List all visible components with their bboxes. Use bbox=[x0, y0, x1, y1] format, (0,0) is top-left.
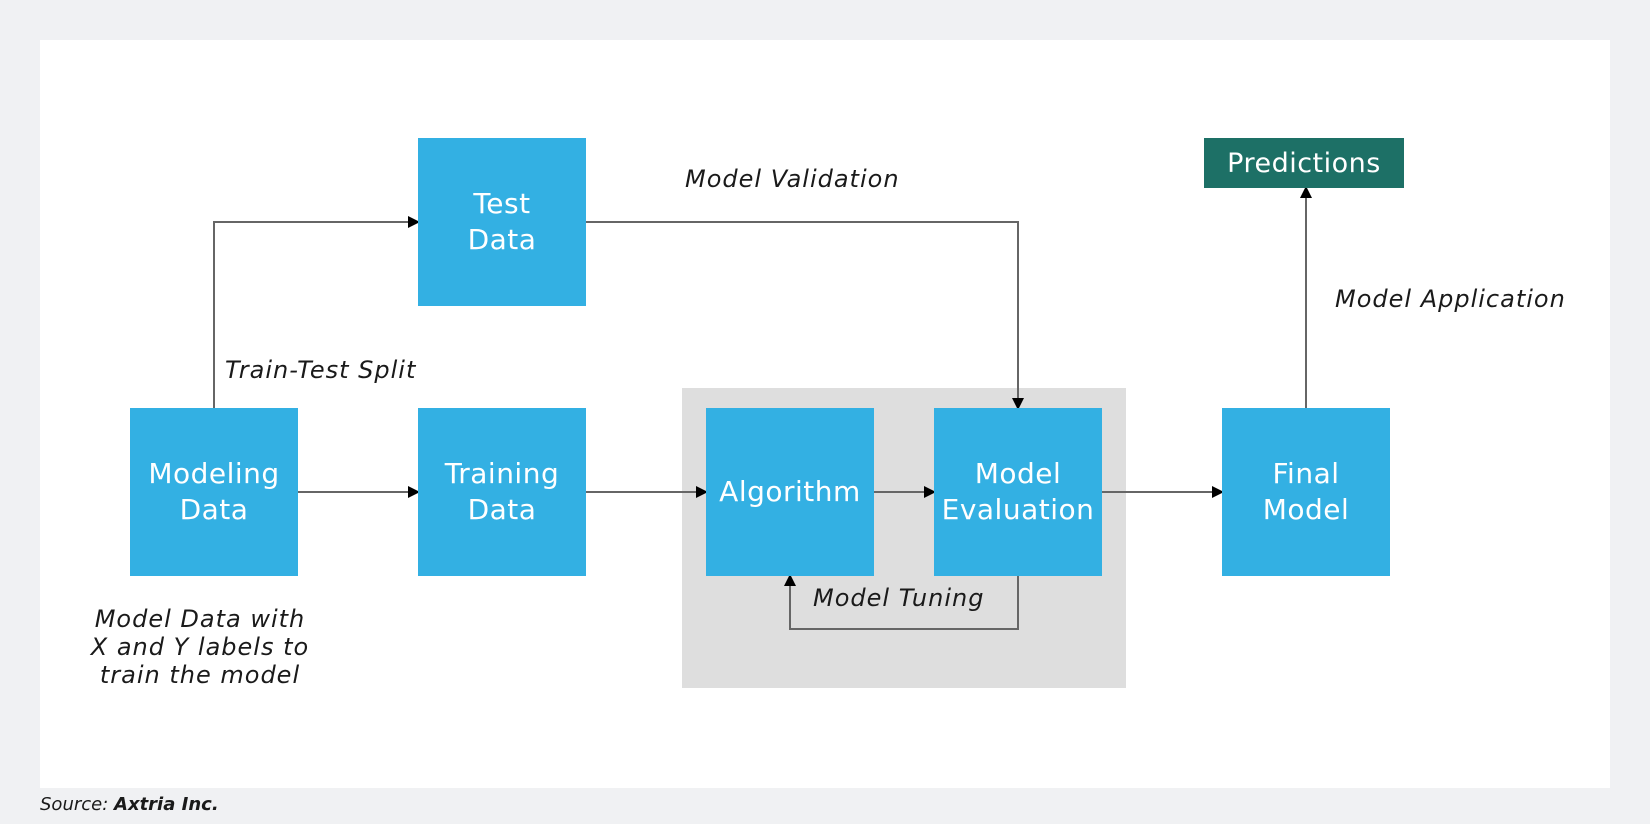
arrow-test-to-evaluation bbox=[586, 221, 1024, 410]
final-model-node: Final Model bbox=[1222, 408, 1390, 576]
source-name: Axtria Inc. bbox=[114, 794, 219, 815]
model-evaluation-node: Model Evaluation bbox=[934, 408, 1102, 576]
model-data-note: Model Data with X and Y labels to train … bbox=[90, 605, 310, 689]
training-data-node: Training Data bbox=[418, 408, 586, 576]
arrow-evaluation-to-algorithm bbox=[784, 574, 1019, 630]
test-data-node: Test Data bbox=[418, 138, 586, 306]
predictions-node: Predictions bbox=[1204, 138, 1404, 188]
train-test-split-label: Train-Test Split bbox=[225, 356, 417, 384]
modeling-data-node: Modeling Data bbox=[130, 408, 298, 576]
source-prefix: Source: bbox=[40, 794, 109, 815]
arrow-modeling-to-test bbox=[213, 216, 420, 408]
algorithm-node: Algorithm bbox=[706, 408, 874, 576]
model-application-label: Model Application bbox=[1335, 285, 1566, 313]
model-tuning-label: Model Tuning bbox=[813, 584, 985, 612]
model-validation-label: Model Validation bbox=[685, 165, 900, 193]
source-caption: Source: Axtria Inc. bbox=[40, 794, 219, 815]
